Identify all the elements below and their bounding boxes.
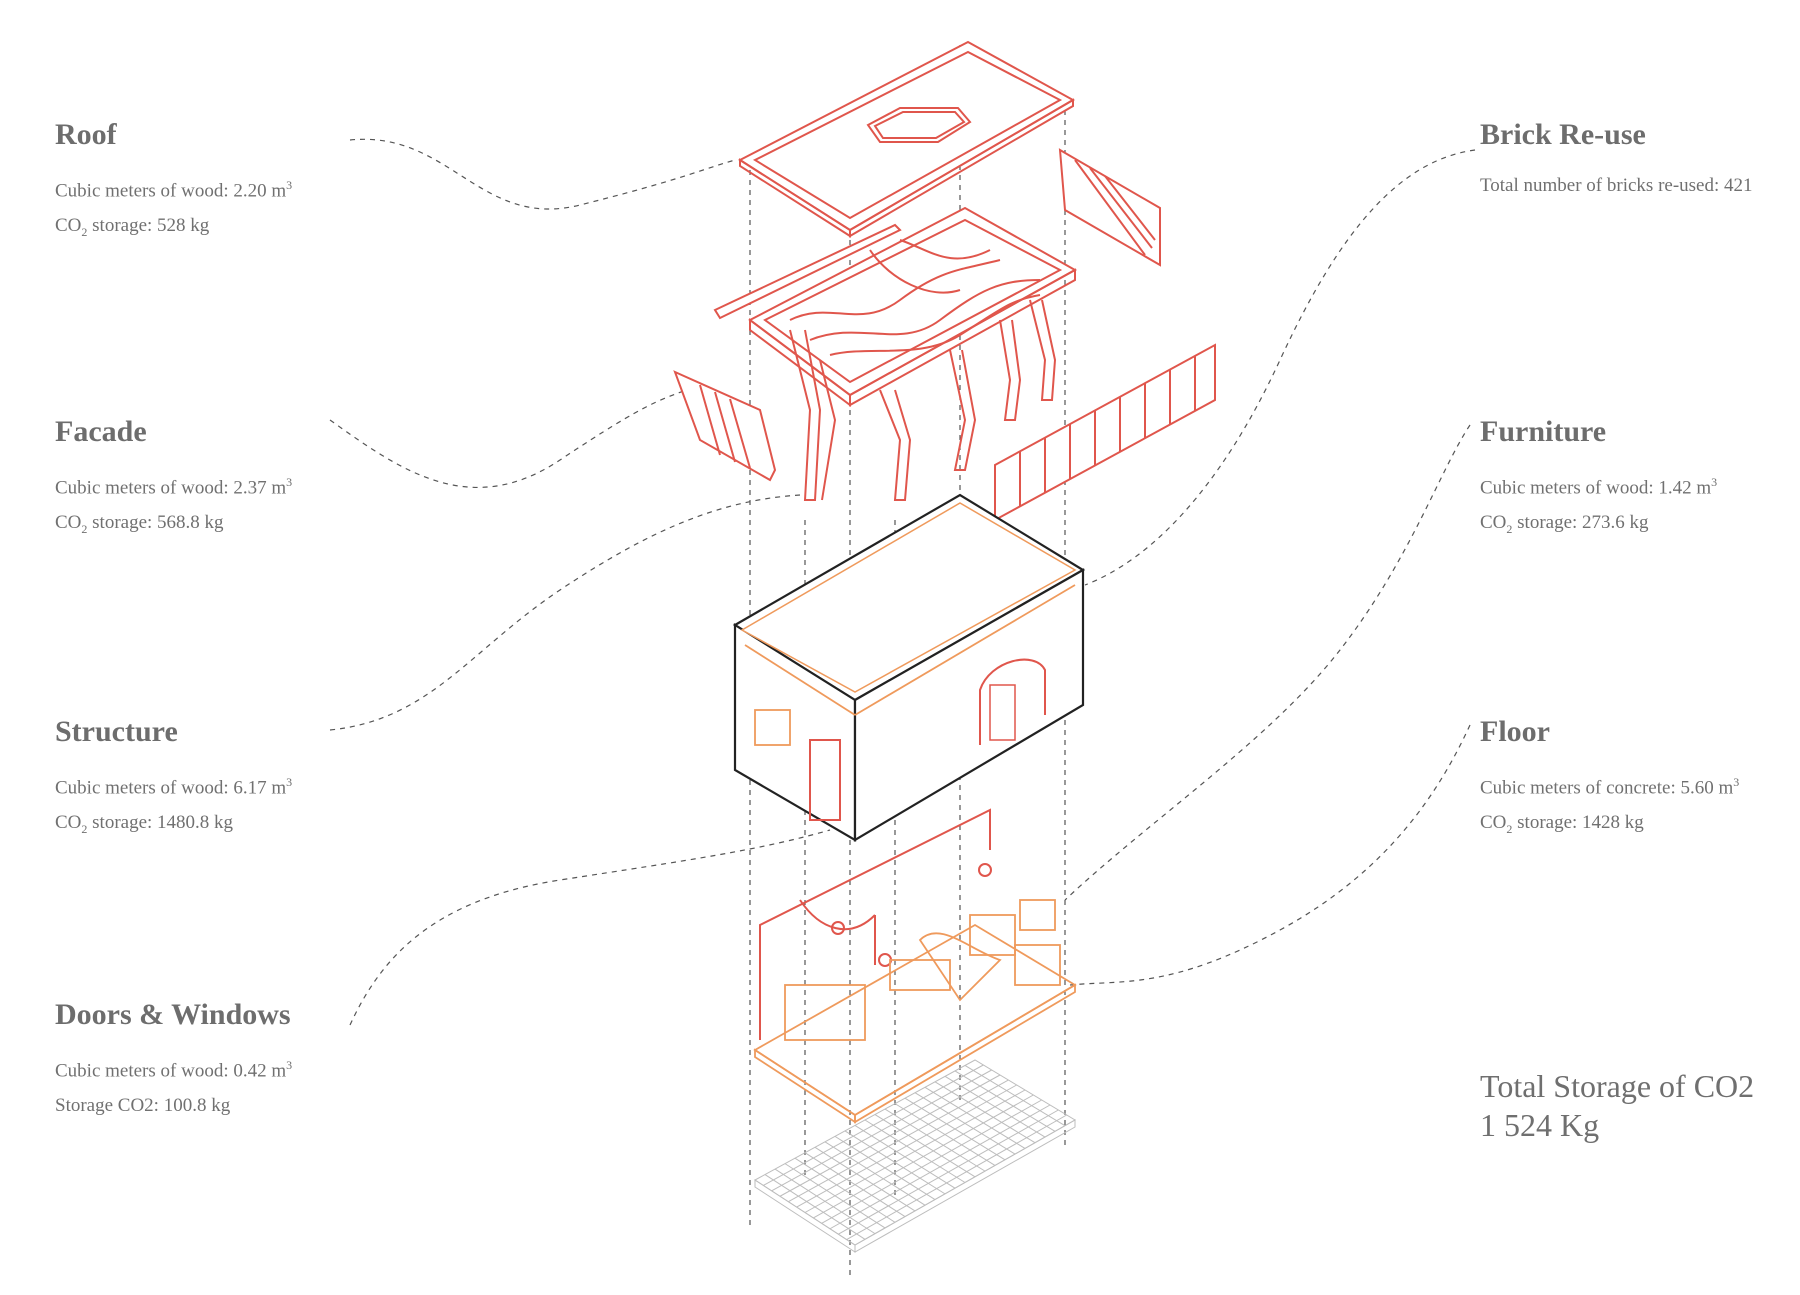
roof-co2: CO2 storage: 528 kg: [55, 215, 210, 240]
leader-furniture: [1064, 424, 1471, 901]
structure-title: Structure: [55, 715, 178, 748]
label-structure: Structure Cubic meters of wood: 6.17 m3 …: [55, 715, 292, 847]
floor-grid: [754, 1059, 1076, 1253]
total-storage: Total Storage of CO2 1 524 Kg: [1480, 1068, 1754, 1144]
doors-wood: Cubic meters of wood: 0.42 m3: [55, 1058, 293, 1082]
furniture-co2: CO2 storage: 273.6 kg: [1480, 512, 1649, 537]
structure-house: [732, 493, 1086, 842]
doors-co2: Storage CO2: 100.8 kg: [55, 1095, 231, 1117]
floor-concrete: Cubic meters of concrete: 5.60 m3: [1480, 775, 1740, 799]
floor-co2: CO2 storage: 1428 kg: [1480, 812, 1644, 837]
columns: [789, 299, 1057, 501]
furniture-title: Furniture: [1480, 415, 1607, 448]
facade-panels: [673, 343, 1216, 522]
structure-wood: Cubic meters of wood: 6.17 m3: [55, 775, 293, 799]
label-brick-reuse: Brick Re-use Total number of bricks re-u…: [1480, 118, 1753, 203]
total-title: Total Storage of CO2: [1480, 1068, 1755, 1104]
doors-title: Doors & Windows: [55, 998, 291, 1031]
brick-line: Total number of bricks re-used: 421: [1480, 175, 1753, 196]
leader-doors: [349, 829, 831, 1026]
leader-brick: [1084, 149, 1476, 586]
label-facade: Facade Cubic meters of wood: 2.37 m3 CO2…: [55, 415, 292, 547]
roof-title: Roof: [55, 118, 117, 151]
floor-title: Floor: [1480, 715, 1550, 748]
brick-title: Brick Re-use: [1480, 118, 1646, 151]
facade-co2: CO2 storage: 568.8 kg: [55, 512, 224, 537]
leader-floor: [1069, 724, 1471, 986]
facade-wood: Cubic meters of wood: 2.37 m3: [55, 475, 293, 499]
facade-title: Facade: [55, 415, 147, 448]
roof-frame: [748, 206, 1078, 407]
label-furniture: Furniture Cubic meters of wood: 1.42 m3 …: [1480, 415, 1717, 547]
furniture-layer: [753, 808, 1077, 1124]
furniture-wood: Cubic meters of wood: 1.42 m3: [1480, 475, 1718, 499]
facade-strips-top: [713, 148, 1161, 320]
structure-co2: CO2 storage: 1480.8 kg: [55, 812, 234, 837]
leader-structure: [329, 494, 801, 731]
leader-roof: [349, 138, 736, 210]
label-doors-windows: Doors & Windows Cubic meters of wood: 0.…: [55, 998, 292, 1123]
roof-panel: [737, 40, 1076, 238]
label-roof: Roof Cubic meters of wood: 2.20 m3 CO2 s…: [55, 118, 292, 250]
total-value: 1 524 Kg: [1480, 1107, 1600, 1143]
leader-facade: [329, 384, 701, 488]
roof-wood: Cubic meters of wood: 2.20 m3: [55, 178, 293, 202]
label-floor: Floor Cubic meters of concrete: 5.60 m3 …: [1480, 715, 1739, 847]
